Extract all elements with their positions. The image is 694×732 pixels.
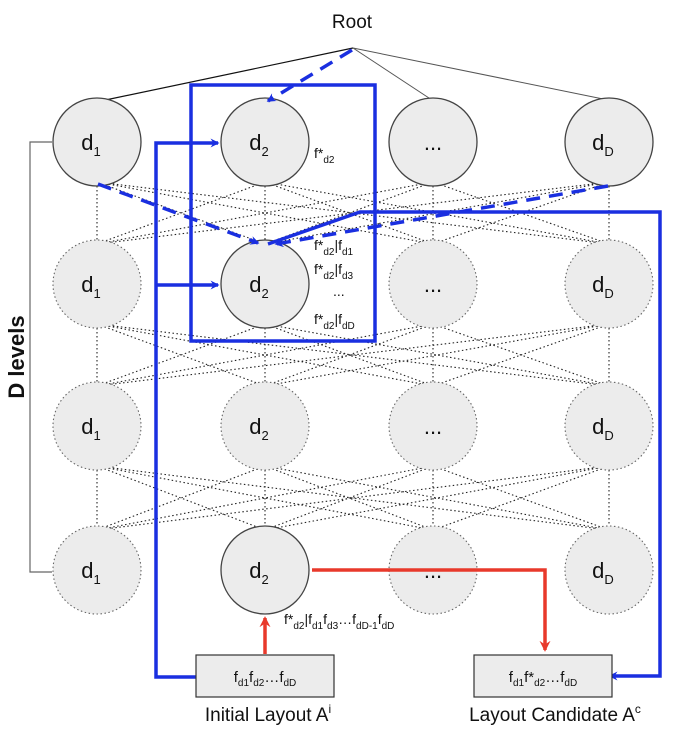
candidate-layout-box: fd1f*d2…fdD <box>473 654 613 698</box>
node-label: dD <box>592 414 614 443</box>
dotted-edge-l3-3-1 <box>96 465 434 531</box>
dotted-edge-l1-1-3 <box>96 181 434 245</box>
annotation-level4: f*d2|fd1fd3…fdD-1fdD <box>284 611 394 632</box>
node-label: d1 <box>81 558 100 587</box>
dotted-edge-l1-3-1 <box>96 181 434 245</box>
initial-layout-paths <box>154 138 220 679</box>
dotted-edge-l2-1-2 <box>96 323 266 387</box>
node-level1-col3: ... <box>388 97 478 187</box>
node-level2-col2: d2 <box>220 239 310 329</box>
dotted-edge-l2-2-3 <box>264 323 434 387</box>
node-grid: d1 d2... dD d1 d2... dD d1 d2... dD d1 d2... dD <box>52 97 654 615</box>
dotted-edge-l2-1-3 <box>96 323 434 387</box>
initial-layout-caption: Initial Layout Ai <box>205 702 331 726</box>
node-level3-col2: d2 <box>220 381 310 471</box>
dotted-edge-l3-4-3 <box>432 465 610 531</box>
node-label: d2 <box>249 272 268 301</box>
dotted-edge-l1-2-1 <box>96 181 266 245</box>
node-label: d2 <box>249 130 268 159</box>
dotted-level-edges <box>96 181 610 531</box>
dotted-edge-l1-2-3 <box>264 181 434 245</box>
candidate-layout-formula: fd1f*d2…fdD <box>509 669 577 689</box>
node-level1-col2: d2 <box>220 97 310 187</box>
annotation-level1: f*d2 <box>314 145 335 166</box>
node-level2-col3: ... <box>388 239 478 329</box>
dashed-edges <box>97 48 609 248</box>
node-level4-col4: dD <box>564 525 654 615</box>
node-level4-col2: d2 <box>220 525 310 615</box>
node-label: ... <box>424 272 442 297</box>
initial-layout-box: fd1fd2…fdD <box>195 654 335 698</box>
node-label: dD <box>592 130 614 159</box>
dotted-edge-l3-1-3 <box>96 465 434 531</box>
annotation-level2-line3: f*d2|fdD <box>314 311 355 332</box>
node-level2-col1: d1 <box>52 239 142 329</box>
node-label: ... <box>424 414 442 439</box>
levels-bracket <box>29 141 52 573</box>
dotted-edge-l3-3-4 <box>432 465 610 531</box>
candidate-feedback-path <box>267 210 662 681</box>
node-level2-col4: dD <box>564 239 654 329</box>
node-label: d1 <box>81 272 100 301</box>
dotted-edge-l2-3-1 <box>96 323 434 387</box>
node-label: d2 <box>249 414 268 443</box>
node-label: ... <box>424 130 442 155</box>
node-label: d1 <box>81 130 100 159</box>
node-level4-col1: d1 <box>52 525 142 615</box>
dotted-edge-l2-2-1 <box>96 323 266 387</box>
side-label: D levels <box>4 315 29 398</box>
node-level1-col1: d1 <box>52 97 142 187</box>
red-paths <box>259 568 551 654</box>
annotation-level2-line1: f*d2|fd1 <box>314 237 354 258</box>
annotation-level2-line2: f*d2|fd3 <box>314 261 354 282</box>
node-level3-col3: ... <box>388 381 478 471</box>
root-edges <box>95 47 609 103</box>
node-level3-col1: d1 <box>52 381 142 471</box>
annotation-level2-dots: ... <box>333 283 345 299</box>
dotted-edge-l2-4-3 <box>432 323 610 387</box>
node-label: dD <box>592 272 614 301</box>
root-label: Root <box>332 12 373 33</box>
candidate-layout-caption: Layout Candidate Ac <box>469 702 641 726</box>
node-label: d1 <box>81 414 100 443</box>
node-level1-col4: dD <box>564 97 654 187</box>
node-level3-col4: dD <box>564 381 654 471</box>
node-label: d2 <box>249 558 268 587</box>
dotted-edge-l2-3-2 <box>264 323 434 387</box>
node-label: dD <box>592 558 614 587</box>
initial-layout-formula: fd1fd2…fdD <box>234 669 297 689</box>
